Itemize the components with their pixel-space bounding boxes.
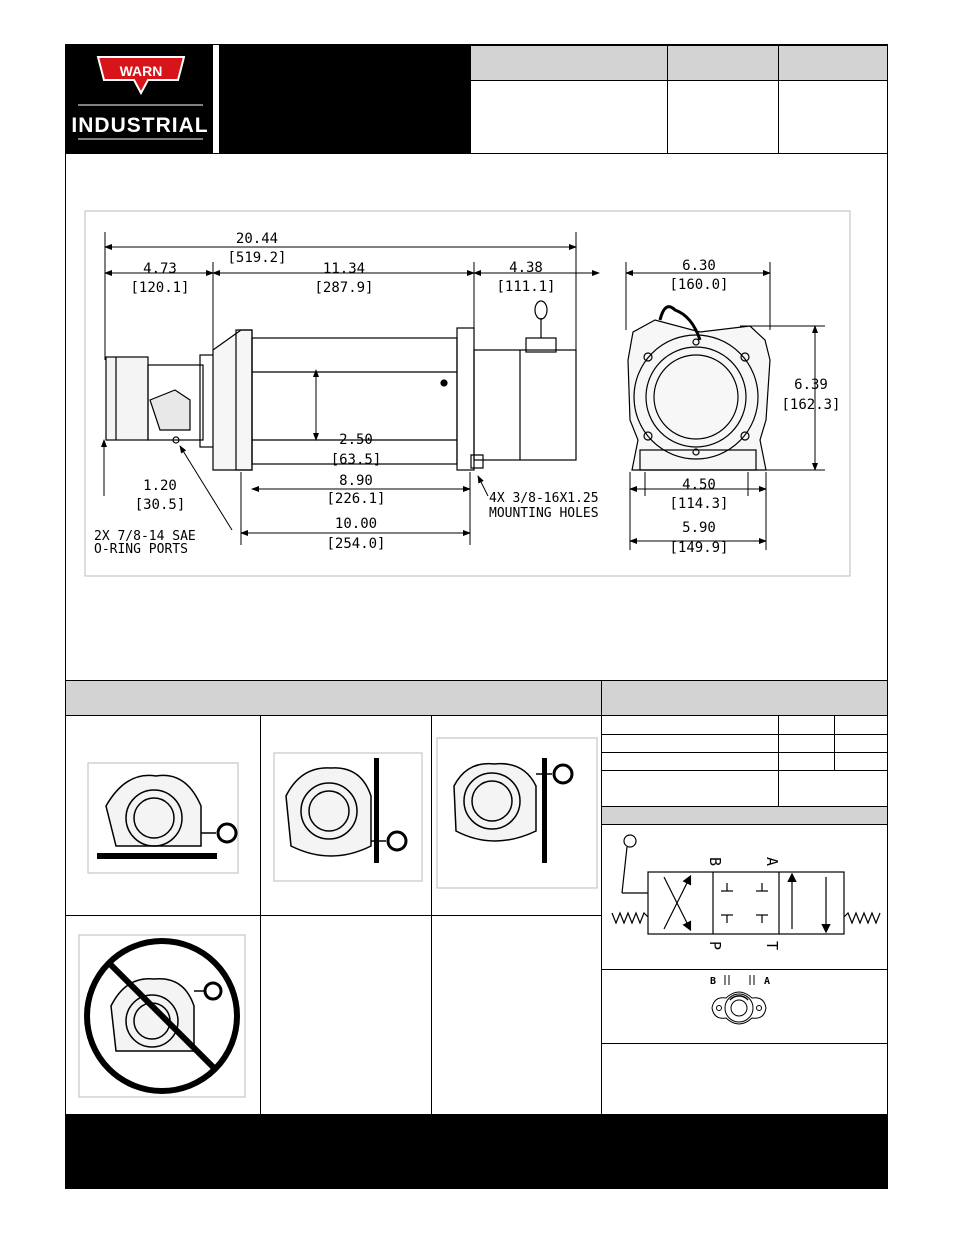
dim-port-height-mm: [30.5] xyxy=(135,497,186,513)
dim-foot-width-mm: [149.9] xyxy=(669,540,728,556)
header-cell xyxy=(778,45,888,81)
dim-drum-height-mm: [63.5] xyxy=(331,452,382,468)
dim-end-height-mm: [162.3] xyxy=(781,397,840,413)
dim-motor-len: 4.73 xyxy=(143,261,177,277)
header-value-cell xyxy=(778,80,888,154)
dim-end-width-mm: [160.0] xyxy=(669,277,728,293)
dim-foot-span: 4.50 xyxy=(682,477,716,493)
mount-floor-image xyxy=(87,762,239,874)
title-block xyxy=(219,45,470,153)
valve-header xyxy=(601,806,888,825)
logo-sub: INDUSTRIAL xyxy=(71,114,208,137)
mount-wall-image-2 xyxy=(436,737,598,889)
dim-base-len: 10.00 xyxy=(335,516,377,532)
spec-row xyxy=(778,770,888,807)
dim-end-height: 6.39 xyxy=(794,377,828,393)
dimension-drawing: 20.44 [519.2] 4.73 [120.1] 11.34 [287.9]… xyxy=(84,210,851,577)
hydraulic-header xyxy=(601,680,888,716)
port-a-label: A xyxy=(763,857,781,866)
mounting-header xyxy=(65,680,602,716)
dim-drum-between-mm: [226.1] xyxy=(326,491,385,507)
dim-overall-length: 20.44 xyxy=(236,231,278,247)
note-ports-line2: O-RING PORTS xyxy=(94,542,188,557)
mount-cell-1 xyxy=(65,715,261,916)
port-t-label: T xyxy=(763,941,781,950)
mount-cell-5 xyxy=(260,915,432,1115)
dim-base-len-mm: [254.0] xyxy=(326,536,385,552)
footer-bar xyxy=(65,1114,888,1189)
spec-row xyxy=(601,770,779,807)
header-cell xyxy=(470,45,668,81)
valve-schematic: B A P T xyxy=(611,834,881,950)
motor-port-a-label: A xyxy=(764,976,770,987)
dim-drum-len: 11.34 xyxy=(323,261,365,277)
logo-brand: WARN xyxy=(120,63,163,79)
mount-cell-3 xyxy=(431,715,602,916)
mount-cell-2 xyxy=(260,715,432,916)
spec-row xyxy=(601,715,779,735)
note-ports-line1: 2X 7/8-14 SAE xyxy=(94,529,196,544)
dim-valve-len: 4.38 xyxy=(509,260,543,276)
spec-row xyxy=(834,752,888,771)
mount-cell-6 xyxy=(431,915,602,1115)
header-value-cell xyxy=(470,80,668,154)
port-b-label: B xyxy=(706,857,724,866)
warn-industrial-logo: WARN INDUSTRIAL xyxy=(66,45,213,153)
spec-row xyxy=(778,752,835,771)
motor-ports-cell: B A xyxy=(601,969,888,1044)
notes-cell xyxy=(601,1043,888,1115)
header-value-cell xyxy=(667,80,779,154)
drawing-section xyxy=(65,153,888,681)
spec-row xyxy=(778,715,835,735)
dim-valve-len-mm: [111.1] xyxy=(496,279,555,295)
spec-row xyxy=(834,715,888,735)
valve-schematic-cell: B A P T xyxy=(601,824,888,970)
spec-row xyxy=(601,752,779,771)
motor-port-b-label: B xyxy=(710,976,716,987)
dim-overall-length-mm: [519.2] xyxy=(227,250,286,266)
spec-row xyxy=(601,734,779,753)
mount-cell-4 xyxy=(65,915,261,1115)
spec-row xyxy=(778,734,835,753)
dim-drum-height: 2.50 xyxy=(339,432,373,448)
motor-ports-diagram: B A xyxy=(710,975,770,1025)
dim-end-width: 6.30 xyxy=(682,258,716,274)
spec-row xyxy=(834,734,888,753)
dim-drum-between: 8.90 xyxy=(339,473,373,489)
dim-foot-span-mm: [114.3] xyxy=(669,496,728,512)
dim-foot-width: 5.90 xyxy=(682,520,716,536)
dim-drum-len-mm: [287.9] xyxy=(314,280,373,296)
mount-wall-image xyxy=(273,752,423,882)
port-p-label: P xyxy=(706,941,724,950)
dim-port-height: 1.20 xyxy=(143,478,177,494)
note-holes-line1: 4X 3/8-16X1.25 xyxy=(489,491,599,506)
note-holes-line2: MOUNTING HOLES xyxy=(489,506,599,521)
mount-not-allowed-image xyxy=(78,934,246,1098)
dim-motor-len-mm: [120.1] xyxy=(130,280,189,296)
